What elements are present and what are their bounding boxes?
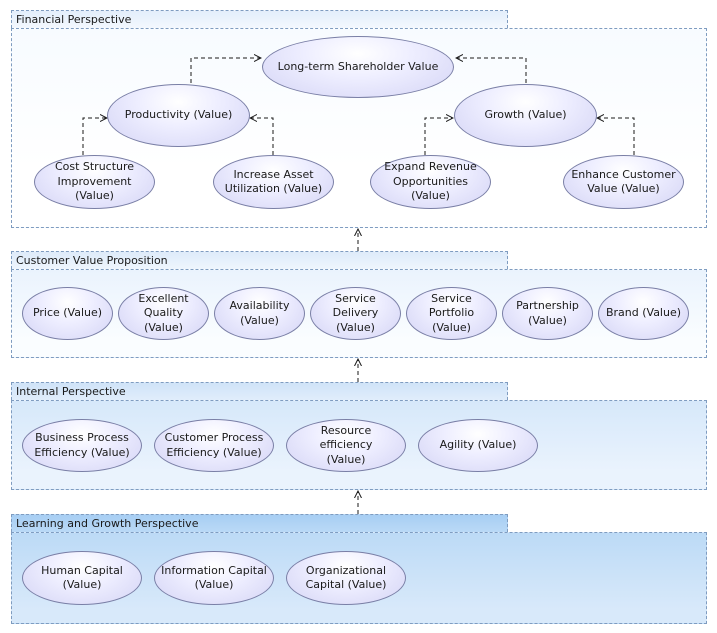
node-label: Availability (Value)	[229, 299, 290, 327]
node-label: Human Capital (Value)	[41, 563, 123, 592]
node-label: Excellent Quality (Value)	[138, 291, 189, 334]
layer-title: Internal Perspective	[11, 382, 508, 400]
node-label: Increase Asset Utilization (Value)	[224, 167, 323, 196]
node-label: Partnership (Value)	[516, 299, 579, 327]
shareholder-value-ellipse[interactable]: Long-term Shareholder Value	[262, 36, 454, 98]
node-label: Long-term Shareholder Value	[277, 59, 439, 73]
partnership-ellipse[interactable]: Partnership (Value)	[502, 287, 593, 340]
asset-utilization-ellipse[interactable]: Increase Asset Utilization (Value)	[213, 155, 334, 209]
node-label: Expand Revenue Opportunities (Value)	[384, 160, 477, 203]
resource-efficiency-ellipse[interactable]: Resource efficiency (Value)	[286, 419, 406, 472]
node-label: Organizational Capital (Value)	[305, 563, 387, 592]
node-label: Productivity (Value)	[124, 108, 233, 122]
revenue-opportunities-ellipse[interactable]: Expand Revenue Opportunities (Value)	[370, 155, 491, 209]
organizational-capital-ellipse[interactable]: Organizational Capital (Value)	[286, 551, 406, 605]
node-label: Service Delivery (Value)	[332, 291, 379, 334]
node-label: Brand (Value)	[605, 306, 682, 320]
node-label: Service Portfolio (Value)	[428, 291, 475, 334]
node-label: Customer Process Efficiency (Value)	[164, 431, 264, 459]
customer-value-ellipse[interactable]: Enhance Customer Value (Value)	[563, 155, 684, 209]
productivity-ellipse[interactable]: Productivity (Value)	[107, 84, 250, 147]
service-delivery-ellipse[interactable]: Service Delivery (Value)	[310, 287, 401, 340]
business-process-ellipse[interactable]: Business Process Efficiency (Value)	[22, 419, 142, 472]
cost-structure-ellipse[interactable]: Cost Structure Improvement (Value)	[34, 155, 155, 209]
node-label: Business Process Efficiency (Value)	[34, 431, 130, 459]
node-label: Growth (Value)	[484, 108, 567, 122]
node-label: Enhance Customer Value (Value)	[571, 167, 676, 196]
brand-ellipse[interactable]: Brand (Value)	[598, 287, 689, 340]
layer-title: Customer Value Proposition	[11, 251, 508, 269]
growth-ellipse[interactable]: Growth (Value)	[454, 84, 597, 147]
agility-ellipse[interactable]: Agility (Value)	[418, 419, 538, 472]
node-label: Cost Structure Improvement (Value)	[54, 160, 135, 203]
service-portfolio-ellipse[interactable]: Service Portfolio (Value)	[406, 287, 497, 340]
layer-title: Financial Perspective	[11, 10, 508, 28]
availability-ellipse[interactable]: Availability (Value)	[214, 287, 305, 340]
human-capital-ellipse[interactable]: Human Capital (Value)	[22, 551, 142, 605]
quality-ellipse[interactable]: Excellent Quality (Value)	[118, 287, 209, 340]
information-capital-ellipse[interactable]: Information Capital (Value)	[154, 551, 274, 605]
node-label: Resource efficiency (Value)	[319, 423, 373, 466]
price-ellipse[interactable]: Price (Value)	[22, 287, 113, 340]
node-label: Agility (Value)	[439, 438, 517, 452]
layer-title: Learning and Growth Perspective	[11, 514, 508, 532]
node-label: Price (Value)	[32, 306, 103, 320]
customer-process-ellipse[interactable]: Customer Process Efficiency (Value)	[154, 419, 274, 472]
node-label: Information Capital (Value)	[161, 563, 267, 592]
